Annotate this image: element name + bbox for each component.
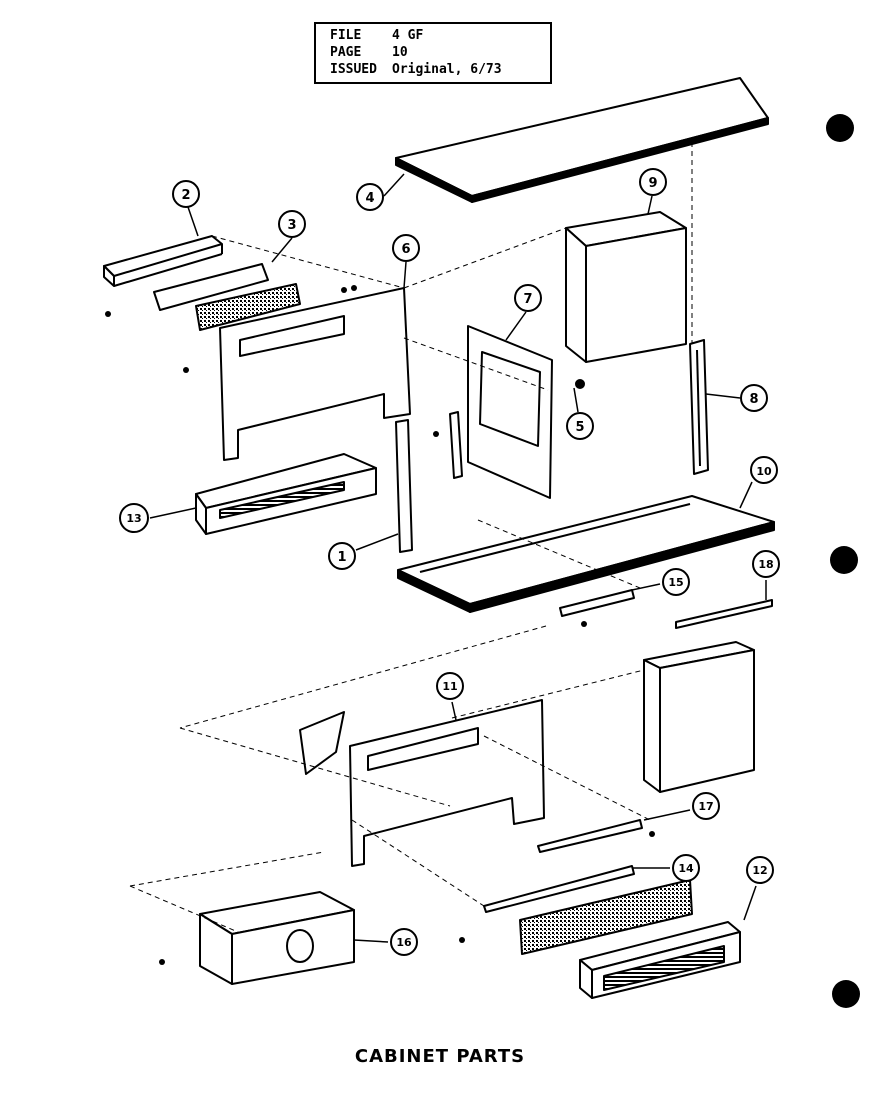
page-label: PAGE [330,45,362,60]
callout-9: 9 [639,168,667,196]
part-12-side-cover [643,641,755,793]
issued-value: Original, 6/73 [392,62,502,77]
callout-9-text: 9 [648,176,657,191]
callout-17-text: 17 [698,800,713,813]
callout-11: 11 [436,672,464,700]
gasket-piece [299,711,345,775]
page-row: PAGE 10 [330,44,550,61]
part-16-blower-housing [199,891,355,985]
file-info-box: FILE 4 GF PAGE 10 ISSUED Original, 6/73 [314,22,552,84]
callout-7: 7 [514,284,542,312]
callout-2: 2 [172,180,200,208]
part-18-strip [675,599,773,629]
callout-1-text: 1 [337,550,346,565]
filter-mesh [519,879,693,955]
issued-label: ISSUED [330,62,377,77]
callout-3: 3 [278,210,306,238]
part-12-grille [579,921,741,999]
part-1-column [395,419,413,553]
callout-17: 17 [692,792,720,820]
binder-hole-bottom [832,980,860,1008]
callout-2-text: 2 [181,188,190,203]
binder-hole-middle [830,546,858,574]
file-row: FILE 4 GF [330,27,550,44]
callout-6-panel: 6 [392,234,420,262]
callout-8-text: 8 [749,392,758,407]
page-value: 10 [392,45,408,60]
callout-8: 8 [740,384,768,412]
part-11-back-panel [349,699,545,867]
callout-14-text: 14 [678,862,694,875]
callout-5: 5 [566,412,594,440]
part-3-filter-bracket [153,263,301,331]
file-label: FILE [330,28,362,43]
part-7-inner-panel [467,325,553,499]
part-4-top-cover [395,77,769,203]
part-9-coil-box [565,211,687,363]
callout-6-panel-text: 6 [401,242,410,257]
part-2-rail [103,235,223,287]
callout-14: 14 [672,854,700,882]
part-14-rail [483,865,635,913]
callout-5-text: 5 [575,420,584,435]
callout-15-text: 15 [668,576,683,589]
callouts: 2 3 4 6 9 7 5 8 10 13 1 15 18 11 17 14 1… [119,168,780,956]
part-5-bracket [449,411,463,479]
callout-7-text: 7 [523,292,532,307]
callout-16-text: 16 [396,936,412,949]
callout-18: 18 [752,550,780,578]
callout-16: 16 [390,928,418,956]
alignment-lines [129,142,693,933]
callout-leaders [149,173,767,943]
callout-4: 4 [356,183,384,211]
callout-4-text: 4 [365,191,374,206]
callout-10-text: 10 [756,465,772,478]
callout-12: 12 [746,856,774,884]
callout-10: 10 [750,456,778,484]
callout-1: 1 [328,542,356,570]
part-17-rail [537,819,643,853]
screws [105,285,655,965]
callout-13-text: 13 [126,512,141,525]
issued-row: ISSUED Original, 6/73 [330,61,550,78]
callout-11-text: 11 [442,680,457,693]
callout-12-text: 12 [752,864,767,877]
part-13-heater-housing [195,453,377,535]
binder-hole-top [826,114,854,142]
part-8-post [689,339,709,475]
file-value: 4 GF [392,28,424,43]
callout-15: 15 [662,568,690,596]
part-15-rail [559,589,635,617]
diagram-caption: CABINET PARTS [354,1046,526,1067]
part-10-base-pan [397,495,775,613]
part-6-front-panel [219,287,411,461]
callout-3-text: 3 [287,218,296,233]
callout-13: 13 [119,503,149,533]
callout-18-text: 18 [758,558,773,571]
